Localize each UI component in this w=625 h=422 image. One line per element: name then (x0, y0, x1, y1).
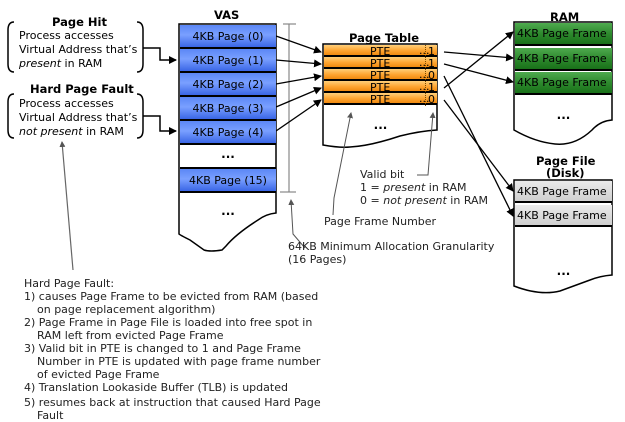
vas-title: VAS (214, 8, 240, 22)
valid-bit-pointer (417, 112, 436, 176)
hard-fault-em: not present (19, 125, 83, 138)
pte-dots: ... (419, 68, 430, 81)
pte-dots: ... (419, 80, 430, 93)
page-hit-brace-left (7, 21, 15, 73)
pte-label: PTE (370, 69, 391, 82)
disk-frame[interactable]: 4KB Page Frame (515, 205, 612, 227)
vas-page[interactable]: 4KB Page (3) (180, 97, 276, 121)
pfn-label: Page Frame Number (324, 215, 437, 228)
page-table-tail-ellipsis: ... (373, 118, 388, 132)
page-hit-arrow (143, 47, 177, 64)
disk-frame[interactable]: 4KB Page Frame (515, 181, 612, 203)
page-hit-rest: in RAM (61, 57, 103, 70)
vas-tail-ellipsis: ... (221, 204, 235, 218)
hard-fault-brace-left (7, 93, 15, 139)
pfn-pointer (332, 112, 353, 216)
valid-bit-line1-pre: 1 = (360, 181, 384, 194)
pte-valid-bit: 1 (425, 81, 435, 94)
pte-valid-bit: 1 (425, 45, 435, 58)
granularity-line1: 64KB Minimum Allocation Granularity (288, 240, 495, 253)
hard-fault-brace-right (136, 93, 144, 139)
pte-valid-bit: 0 (425, 69, 435, 82)
page-hit-line2: Virtual Address that’s (19, 43, 138, 56)
page-file-title: Page File (536, 154, 596, 168)
pte-row[interactable]: PTE...0 (324, 68, 437, 82)
valid-bit-line2-em: not present (383, 194, 447, 207)
pte-row[interactable]: PTE...0 (324, 92, 437, 106)
page-file-subtitle: (Disk) (546, 166, 585, 180)
page-hit-line1: Process accesses (19, 29, 114, 42)
hard-fault-rest: in RAM (82, 125, 124, 138)
pte-row[interactable]: PTE...1 (324, 56, 437, 70)
granularity-pointer (288, 199, 306, 249)
fault-step: 5) resumes back at instruction that caus… (24, 396, 321, 422)
hard-fault-line3: not present in RAM (19, 125, 124, 138)
pte-valid-bit: 1 (425, 57, 435, 70)
vas-page[interactable]: 4KB Page (1) (180, 49, 276, 73)
pte-dots: ... (419, 44, 430, 57)
pte-dots: ... (419, 92, 430, 105)
page-hit-title: Page Hit (52, 15, 107, 29)
vas-page[interactable]: 4KB Page (0) (180, 25, 276, 49)
vas-gap-ellipsis: ... (180, 147, 276, 169)
hard-fault-line1: Process accesses (19, 97, 114, 110)
pte-label: PTE (370, 81, 391, 94)
valid-bit-line1-post: in RAM (425, 181, 467, 194)
hard-fault-title: Hard Page Fault (30, 82, 134, 96)
pte-label: PTE (370, 45, 391, 58)
valid-bit-line1-em: present (383, 181, 426, 194)
ram-title: RAM (550, 10, 580, 24)
ram-frame[interactable]: 4KB Page Frame (515, 23, 612, 46)
page-table-title: Page Table (349, 31, 420, 45)
hard-fault-line2: Virtual Address that’s (19, 111, 138, 124)
vas-page[interactable]: 4KB Page (4) (180, 121, 276, 145)
vas-page-last[interactable]: 4KB Page (15) (180, 169, 276, 193)
page-hit-em: present (19, 57, 62, 70)
pte-valid-bit: 0 (425, 93, 435, 106)
ram-frame[interactable]: 4KB Page Frame (515, 72, 612, 95)
fault-step: 2) Page Frame in Page File is loaded int… (24, 316, 313, 342)
pte-dots: ... (419, 56, 430, 69)
pte-row[interactable]: PTE...1 (324, 44, 437, 58)
fault-step: 1) causes Page Frame to be evicted from … (24, 290, 319, 316)
pte-label: PTE (370, 57, 391, 70)
fault-note-pointer (59, 141, 74, 271)
valid-bit-title: Valid bit (360, 168, 405, 181)
valid-bit-line2-pre: 0 = (360, 194, 384, 207)
hard-fault-arrow (143, 115, 177, 135)
ram-tail-ellipsis: ... (556, 108, 571, 122)
fault-steps-title: Hard Page Fault: (24, 277, 115, 290)
page-hit-line3: present in RAM (19, 57, 102, 70)
valid-bit-line2: 0 = not present in RAM (360, 194, 488, 207)
valid-bit-line1: 1 = present in RAM (360, 181, 467, 194)
page-file-tail-ellipsis: ... (556, 264, 571, 278)
fault-step: 3) Valid bit in PTE is changed to 1 and … (24, 342, 321, 381)
pte-row[interactable]: PTE...1 (324, 80, 437, 94)
fault-steps: Hard Page Fault: 1) causes Page Frame to… (24, 277, 324, 422)
vas-page[interactable]: 4KB Page (2) (180, 73, 276, 97)
pte-label: PTE (370, 93, 391, 106)
valid-bit-line2-post: in RAM (446, 194, 489, 207)
ram-frame[interactable]: 4KB Page Frame (515, 48, 612, 71)
page-hit-brace-right (136, 21, 144, 73)
granularity-line2: (16 Pages) (288, 253, 347, 266)
fault-step: 4) Translation Lookaside Buffer (TLB) is… (24, 381, 288, 394)
